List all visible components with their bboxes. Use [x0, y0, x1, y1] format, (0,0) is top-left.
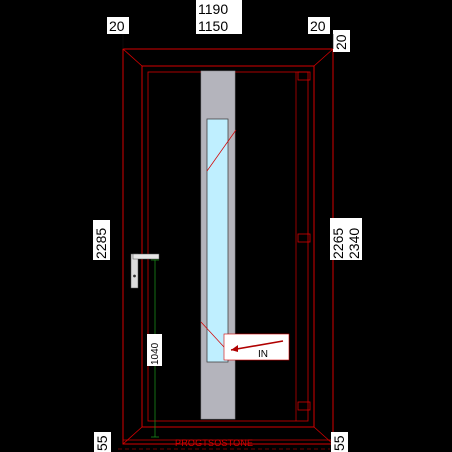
threshold-label: PROGTSOSTONE — [175, 438, 253, 448]
hinge-middle — [297, 233, 311, 243]
handle-height-label: 1040 — [150, 342, 161, 365]
hinge-top — [297, 71, 311, 81]
handle-height-label-box — [147, 334, 162, 366]
glazing-strip — [206, 118, 229, 363]
left-height-dimension: 2285 — [93, 228, 109, 259]
top-right-margin-box — [308, 17, 330, 34]
top-inner-dimension: 1150 — [198, 18, 228, 34]
frame-corner-top-right — [313, 48, 334, 67]
bottom-left-label-box — [94, 432, 111, 452]
bottom-right-label-box — [331, 432, 348, 452]
frame-corner-bottom-left — [122, 426, 143, 445]
right-height-inner-dimension: 2265 — [330, 228, 346, 259]
bottom-left-dimension: 55 — [94, 435, 110, 451]
top-inner-label-box — [196, 17, 242, 34]
left-height-label-box — [93, 220, 110, 260]
glazing-leader-top — [206, 129, 237, 172]
top-left-margin: 20 — [109, 18, 125, 34]
top-total-label-box — [196, 0, 242, 17]
direction-label-box — [223, 333, 290, 361]
hinge-bottom — [297, 401, 311, 411]
door-handle-lever — [132, 253, 160, 260]
top-right-margin: 20 — [310, 18, 326, 34]
direction-arrow — [230, 340, 284, 351]
top-right-vertical-margin-box — [333, 30, 350, 52]
frame-corner-bottom-right — [313, 426, 334, 445]
glazing-leader-bottom — [200, 321, 225, 348]
sash-outer — [141, 65, 315, 428]
direction-arrowhead — [231, 345, 238, 352]
direction-label: IN — [258, 349, 268, 360]
right-height-inner-label-box — [330, 218, 346, 260]
bottom-right-dimension: 55 — [331, 435, 347, 451]
frame-corner-top-left — [122, 48, 143, 67]
door-handle-keyhole — [133, 274, 136, 278]
top-right-vertical-margin: 20 — [333, 34, 349, 50]
top-left-margin-box — [107, 17, 129, 34]
right-height-total-dimension: 2340 — [346, 228, 362, 259]
right-height-total-label-box — [346, 218, 362, 260]
top-total-dimension: 1190 — [198, 1, 228, 17]
